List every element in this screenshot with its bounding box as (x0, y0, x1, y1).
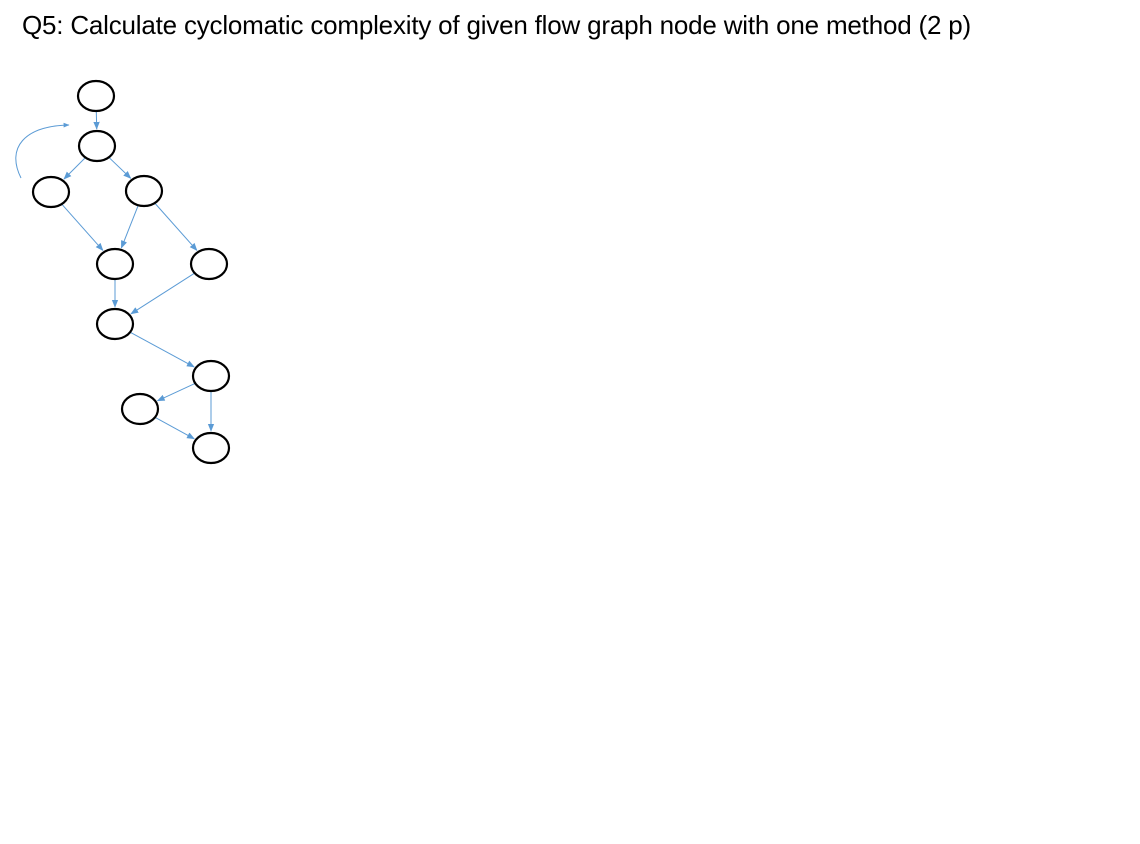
node-n2 (77, 129, 117, 163)
node-n6 (189, 247, 229, 281)
edge-n8-n9 (156, 382, 196, 402)
edge-n9-n10 (154, 416, 195, 440)
edge-n6-n7 (130, 272, 195, 315)
node-n9 (120, 392, 160, 426)
edge-loop-back (15, 122, 70, 179)
node-n1 (76, 79, 116, 113)
edge-n3-n5 (61, 203, 104, 251)
nodes-layer (31, 79, 231, 465)
node-n8 (191, 359, 231, 393)
node-n3 (31, 175, 71, 209)
edges-layer (15, 110, 215, 440)
question-title: Q5: Calculate cyclomatic complexity of g… (22, 10, 971, 40)
edge-n7-n8 (129, 331, 195, 368)
edge-n4-n5 (120, 205, 139, 249)
node-n4 (124, 174, 164, 208)
node-n10 (191, 431, 231, 465)
node-n5 (95, 247, 135, 281)
node-n7 (95, 307, 135, 341)
edge-n4-n6 (154, 202, 198, 251)
edge-n2-n4 (108, 156, 132, 179)
edge-n2-n3 (63, 157, 86, 180)
